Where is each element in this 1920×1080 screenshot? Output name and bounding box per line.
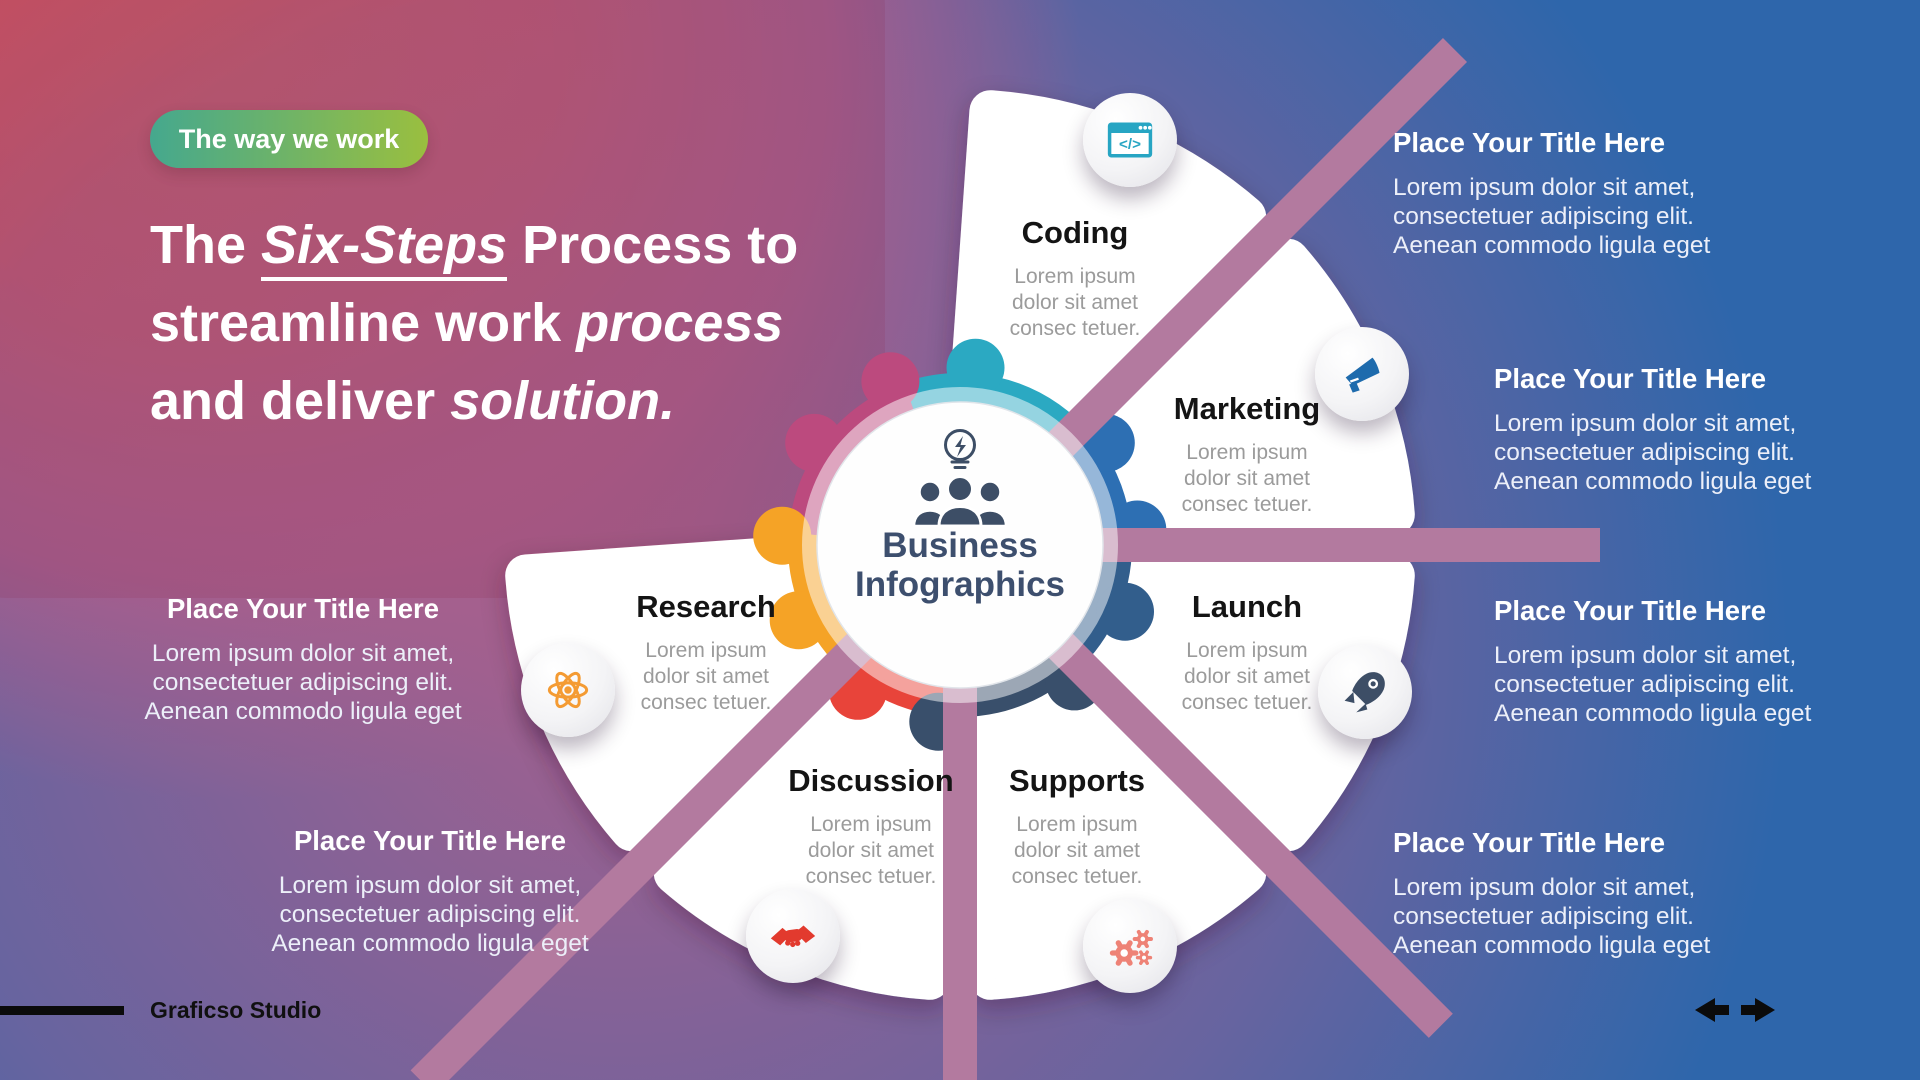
callout-title: Place Your Title Here (293, 825, 567, 856)
hub-title-line1: Business (882, 526, 1038, 565)
footer-rule (0, 1006, 124, 1015)
callout-title: Place Your Title Here (1494, 363, 1767, 394)
step-launch: Launch Lorem ipsum dolor sit amet consec… (1127, 589, 1367, 716)
step-discussion: Discussion Lorem ipsum dolor sit amet co… (751, 763, 991, 890)
headline-emphasis: Six-Steps (261, 215, 508, 281)
step-label: Coding (1021, 215, 1129, 250)
headline: The Six-Steps Process to streamline work… (150, 206, 910, 440)
hub-light-ring (802, 387, 1118, 703)
callout-right-2: Place Your Title Here Lorem ipsum dolor … (1494, 362, 1874, 496)
spoke (410, 631, 874, 1080)
prev-arrow-icon[interactable] (1695, 998, 1729, 1022)
step-label: Research (636, 589, 776, 624)
callout-title: Place Your Title Here (1494, 595, 1767, 626)
research-icon-bubble (521, 643, 615, 737)
hub-circle (816, 401, 1104, 689)
gear-tooth (946, 338, 1005, 397)
coding-icon-bubble: </> (1083, 93, 1177, 187)
petal-coding (951, 90, 1267, 434)
step-label: Supports (1008, 763, 1146, 798)
petal-discussion (653, 656, 969, 1000)
callout-title: Place Your Title Here (166, 593, 440, 624)
callout-left-2: Place Your Title Here Lorem ipsum dolor … (250, 824, 610, 958)
rocket-icon (1344, 672, 1385, 713)
handshake-icon (770, 925, 816, 948)
studio-credit: Graficso Studio (150, 997, 322, 1023)
headline-line-1: The Six-Steps Process to (150, 206, 910, 284)
gear-tooth (753, 506, 812, 565)
supports-icon-bubble (1083, 899, 1177, 993)
team-idea-icon (912, 429, 1008, 528)
gear-tooth (1096, 582, 1154, 641)
callout-right-4: Place Your Title Here Lorem ipsum dolor … (1393, 826, 1773, 960)
atom-icon (547, 671, 589, 709)
callout-left-1: Place Your Title Here Lorem ipsum dolor … (123, 592, 483, 726)
headline-line-2: streamline work process (150, 293, 784, 353)
step-coding: Coding Lorem ipsum dolor sit amet consec… (955, 215, 1195, 342)
megaphone-icon (1345, 357, 1380, 393)
hub-title: Business Infographics (810, 526, 1110, 604)
section-badge: The way we work (150, 110, 428, 168)
callout-title: Place Your Title Here (1393, 827, 1666, 858)
spoke (1046, 631, 1453, 1038)
discussion-icon-bubble (746, 889, 840, 983)
svg-text:</>: </> (1119, 136, 1141, 153)
hub-title-line2: Infographics (854, 565, 1066, 604)
spoke (1046, 38, 1467, 459)
gear-tooth (861, 352, 920, 411)
step-marketing: Marketing Lorem ipsum dolor sit amet con… (1127, 391, 1367, 518)
step-supports: Supports Lorem ipsum dolor sit amet cons… (957, 763, 1197, 890)
step-label: Discussion (788, 763, 954, 798)
slide-nav (1693, 995, 1777, 1025)
gears-icon (1109, 929, 1153, 966)
spoke (943, 685, 977, 1080)
section-badge-label: The way we work (178, 123, 400, 154)
marketing-icon-bubble (1315, 327, 1409, 421)
petal-marketing (1071, 238, 1415, 554)
code-window-icon: </> (1107, 122, 1153, 158)
spoke (1100, 528, 1600, 562)
callout-title: Place Your Title Here (1393, 127, 1666, 158)
petal-supports (951, 656, 1267, 1000)
gear-tooth (769, 591, 828, 650)
headline-line-3: and deliver solution. (150, 371, 676, 431)
launch-icon-bubble (1318, 645, 1412, 739)
callout-right-3: Place Your Title Here Lorem ipsum dolor … (1494, 594, 1874, 728)
petal-wedges (505, 90, 1415, 1000)
step-research: Research Lorem ipsum dolor sit amet cons… (586, 589, 826, 716)
callout-right-1: Place Your Title Here Lorem ipsum dolor … (1393, 126, 1773, 260)
step-label: Marketing (1173, 391, 1321, 426)
step-label: Launch (1191, 589, 1303, 624)
spokes (410, 38, 1600, 1080)
next-arrow-icon[interactable] (1741, 998, 1775, 1022)
